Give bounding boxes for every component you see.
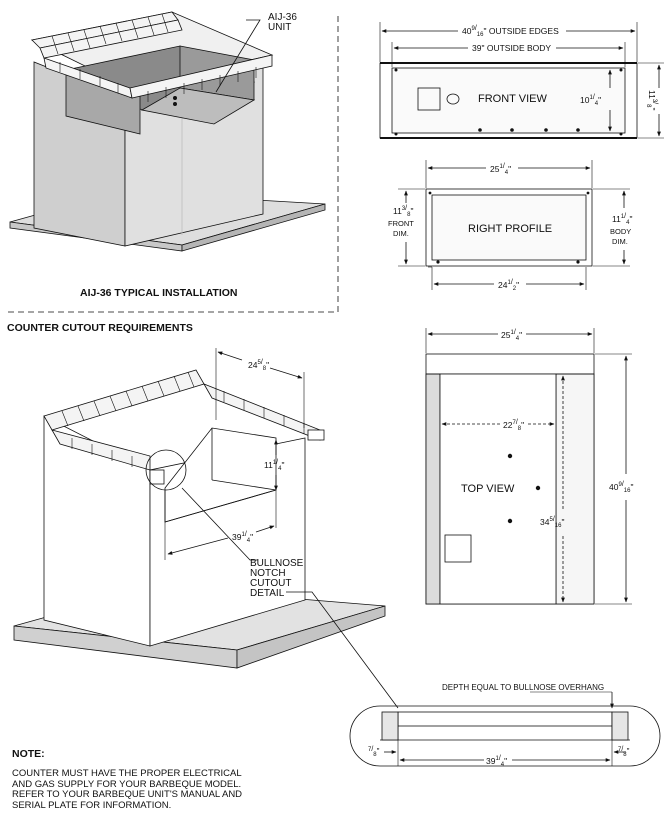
top-view-length-dim: 409/16" — [609, 481, 633, 494]
bullnose-detail-circle — [145, 449, 187, 491]
profile-body-dim-label2: DIM. — [612, 237, 628, 246]
note-line: REFER TO YOUR BARBEQUE UNIT'S MANUAL AND — [12, 789, 243, 800]
top-view-drawing — [425, 328, 632, 605]
installation-title: AIJ-36 TYPICAL INSTALLATION — [80, 287, 238, 299]
cutout-base-side — [236, 605, 386, 669]
unit-label-line2: UNIT — [268, 22, 291, 33]
bullnose-label-line4: DETAIL — [250, 588, 285, 599]
top-view-control-box — [444, 534, 472, 563]
right-profile-drawing — [398, 160, 630, 290]
note-line: AND GAS SUPPLY FOR YOUR BARBEQUE MODEL. — [12, 778, 242, 790]
profile-body-dim-label1: BODY — [610, 227, 631, 236]
profile-front-dim-label1: FRONT — [388, 219, 414, 228]
bullnose-detail-drawing — [349, 691, 661, 767]
cutout-drawing — [13, 348, 399, 709]
bullnose-left-notch-dim: 7/8" — [368, 746, 380, 758]
profile-front-dim-value: 113/8" — [393, 205, 414, 218]
front-inner-height-dim: 101/4" — [580, 94, 601, 107]
front-total-height-dim: 113/8" — [645, 90, 658, 111]
note-body: COUNTER MUST HAVE THE PROPER ELECTRICAL … — [12, 768, 312, 811]
aij36-unit-floor — [140, 87, 256, 125]
bullnose-right-notch-dim: 7/8" — [618, 746, 630, 758]
top-view-title: TOP VIEW — [461, 483, 515, 495]
installation-frame — [8, 12, 339, 313]
front-outside-edges-dim: 409/16" OUTSIDE EDGES — [462, 25, 559, 38]
profile-top-depth-dim: 251/4" — [490, 163, 511, 176]
bullnose-width-dim: 391/4" — [486, 755, 507, 768]
front-view-control-panel — [417, 87, 441, 111]
installation-base-side — [181, 203, 326, 252]
front-view-knob — [446, 93, 460, 105]
cutout-depth-dim: 245/8" — [248, 359, 269, 372]
front-view-title: FRONT VIEW — [478, 93, 547, 105]
profile-bottom-depth-dim: 241/2" — [498, 279, 519, 292]
profile-front-dim-label2: DIM. — [393, 229, 409, 238]
cutout-width-dim: 391/4" — [232, 531, 253, 544]
bullnose-label-line3: CUTOUT — [250, 578, 291, 589]
note-title: NOTE: — [12, 748, 45, 760]
profile-body-dim-value: 111/4" — [612, 213, 633, 226]
unit-label-line1: AIJ-36 — [268, 12, 297, 23]
top-view-inner-width-dim: 227/8" — [503, 419, 524, 432]
note-line: COUNTER MUST HAVE THE PROPER ELECTRICAL — [12, 768, 242, 779]
typical-installation-drawing — [8, 11, 339, 313]
top-view-inner-length-dim: 345/16" — [540, 516, 564, 529]
right-profile-title: RIGHT PROFILE — [468, 223, 552, 235]
bullnose-label-line2: NOTCH — [250, 568, 286, 579]
front-view-drawing — [379, 22, 664, 139]
bullnose-label-line1: BULLNOSE — [250, 558, 304, 569]
cutout-height-dim: 111/4" — [264, 459, 285, 472]
cutout-requirements-title: COUNTER CUTOUT REQUIREMENTS — [7, 322, 193, 334]
top-view-width-dim: 251/4" — [501, 329, 522, 342]
front-outside-body-dim: 39" OUTSIDE BODY — [472, 43, 551, 53]
bullnose-outline — [349, 705, 661, 767]
cutout-brick-row-back — [43, 369, 205, 431]
right-profile-outline — [425, 188, 593, 267]
installation-bricks — [31, 11, 273, 99]
note-line: SERIAL PLATE FOR INFORMATION. — [12, 799, 172, 811]
bullnose-caption: DEPTH EQUAL TO BULLNOSE OVERHANG — [442, 683, 604, 692]
